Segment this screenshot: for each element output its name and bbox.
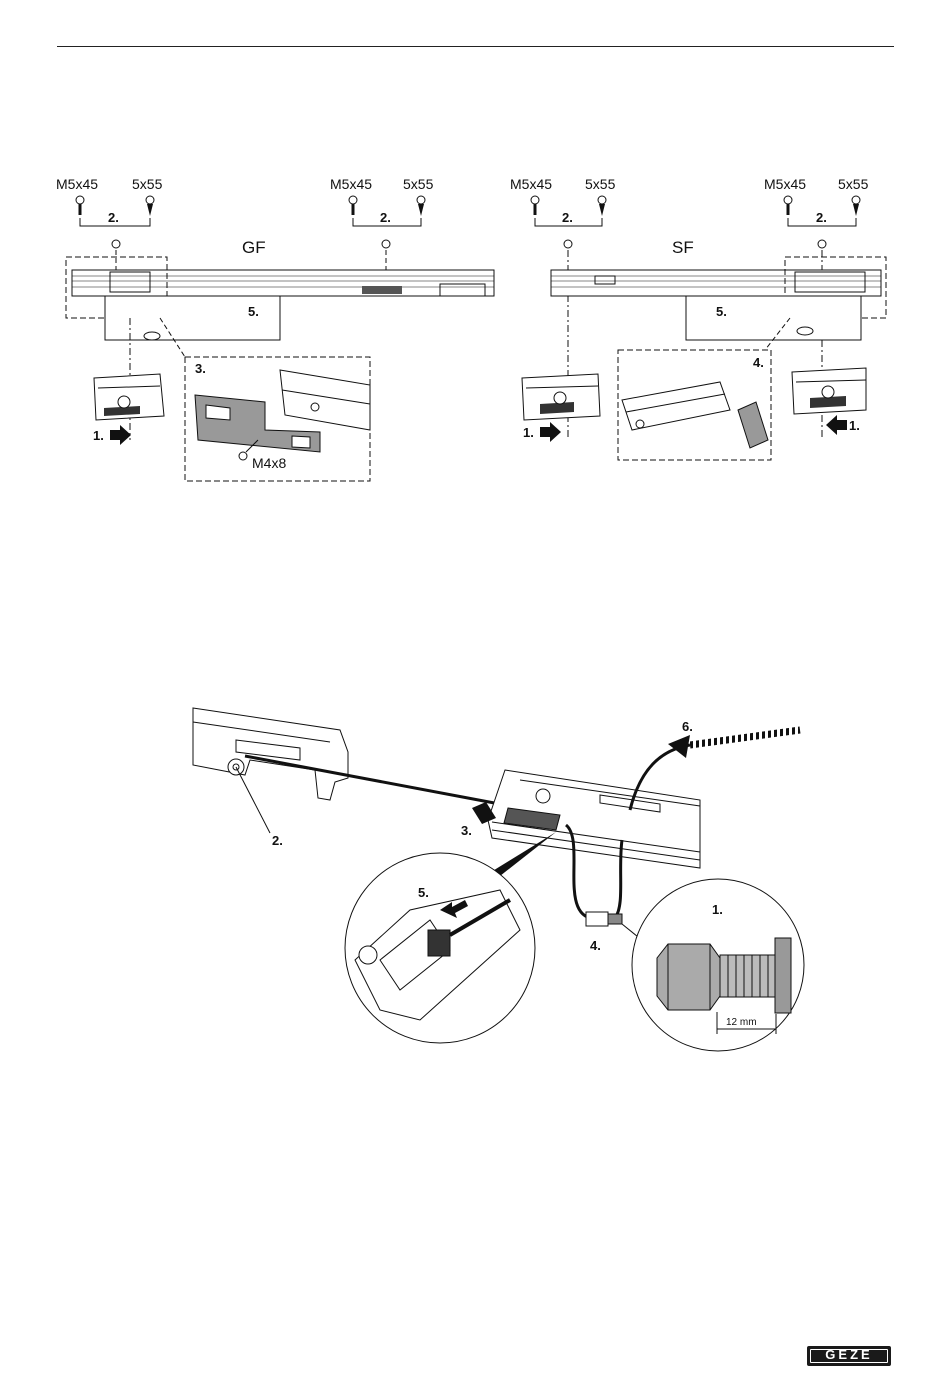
sf-right-screw-a-label: M5x45 bbox=[764, 176, 806, 192]
gf-carriage-detail bbox=[94, 374, 164, 420]
sf-diagram: M5x45 5x55 2. M5x45 5x55 2. SF bbox=[510, 176, 886, 460]
gf-left-step-2: 2. bbox=[108, 210, 119, 225]
sf-left-screw-a-label: M5x45 bbox=[510, 176, 552, 192]
sf-step-4: 4. bbox=[753, 355, 764, 370]
gf-step-1: 1. bbox=[93, 428, 104, 443]
step-3-label: 3. bbox=[461, 823, 472, 838]
connector-detail bbox=[586, 912, 622, 926]
step-1-label: 1. bbox=[712, 902, 723, 917]
wood-screw-icon bbox=[146, 196, 154, 216]
screw-icon bbox=[531, 196, 539, 215]
sf-rail bbox=[551, 270, 881, 296]
gf-rail bbox=[72, 270, 494, 296]
sf-right-carriage-detail bbox=[792, 368, 866, 414]
logo-text: GEZE bbox=[807, 1347, 891, 1362]
step-4-label: 4. bbox=[590, 938, 601, 953]
drive-rail bbox=[488, 770, 700, 868]
wood-screw-icon bbox=[852, 196, 860, 216]
gf-left-screw-a-label: M5x45 bbox=[56, 176, 98, 192]
door-profile bbox=[193, 708, 348, 800]
step-5-label: 5. bbox=[418, 885, 429, 900]
sf-left-screw-b-label: 5x55 bbox=[585, 176, 616, 192]
dimension-label: 12 mm bbox=[726, 1017, 757, 1028]
gf-right-screw-b-label: 5x55 bbox=[403, 176, 434, 192]
gf-title: GF bbox=[242, 238, 266, 257]
sf-title: SF bbox=[672, 238, 694, 257]
geze-logo: GEZE bbox=[807, 1346, 891, 1366]
arrow-icon bbox=[668, 735, 690, 758]
screw-icon bbox=[784, 196, 792, 215]
sf-right-step-2: 2. bbox=[816, 210, 827, 225]
gf-step-3: 3. bbox=[195, 361, 206, 376]
sf-step-1-left: 1. bbox=[523, 425, 534, 440]
gf-right-step-2: 2. bbox=[380, 210, 391, 225]
gf-right-screw-a-label: M5x45 bbox=[330, 176, 372, 192]
arrow-right-icon bbox=[110, 425, 131, 445]
arrow-left-icon bbox=[826, 415, 847, 435]
wood-screw-icon bbox=[417, 196, 425, 216]
cable-conduit bbox=[690, 730, 800, 745]
gf-screw-m4-label: M4x8 bbox=[252, 455, 286, 471]
screw-icon bbox=[76, 196, 84, 215]
sf-step-1-right: 1. bbox=[849, 418, 860, 433]
step-6-label: 6. bbox=[682, 719, 693, 734]
arrow-right-icon bbox=[540, 422, 561, 442]
sf-right-screw-b-label: 5x55 bbox=[838, 176, 869, 192]
wood-screw-icon bbox=[598, 196, 606, 216]
wire-installation-diagram: 2. 3. 6. 4. 5. bbox=[193, 708, 804, 1051]
gf-diagram: M5x45 5x55 2. M5x45 5x55 2. GF bbox=[56, 176, 494, 481]
sf-left-step-2: 2. bbox=[562, 210, 573, 225]
end-cap-detail bbox=[195, 370, 370, 452]
screw-icon bbox=[239, 452, 247, 460]
gf-step-5: 5. bbox=[248, 304, 259, 319]
step-2-label: 2. bbox=[272, 833, 283, 848]
screw-icon bbox=[349, 196, 357, 215]
sf-step-5: 5. bbox=[716, 304, 727, 319]
sf-left-carriage-detail bbox=[522, 374, 600, 420]
sf-end-cap-detail bbox=[622, 382, 768, 448]
gf-left-screw-b-label: 5x55 bbox=[132, 176, 163, 192]
